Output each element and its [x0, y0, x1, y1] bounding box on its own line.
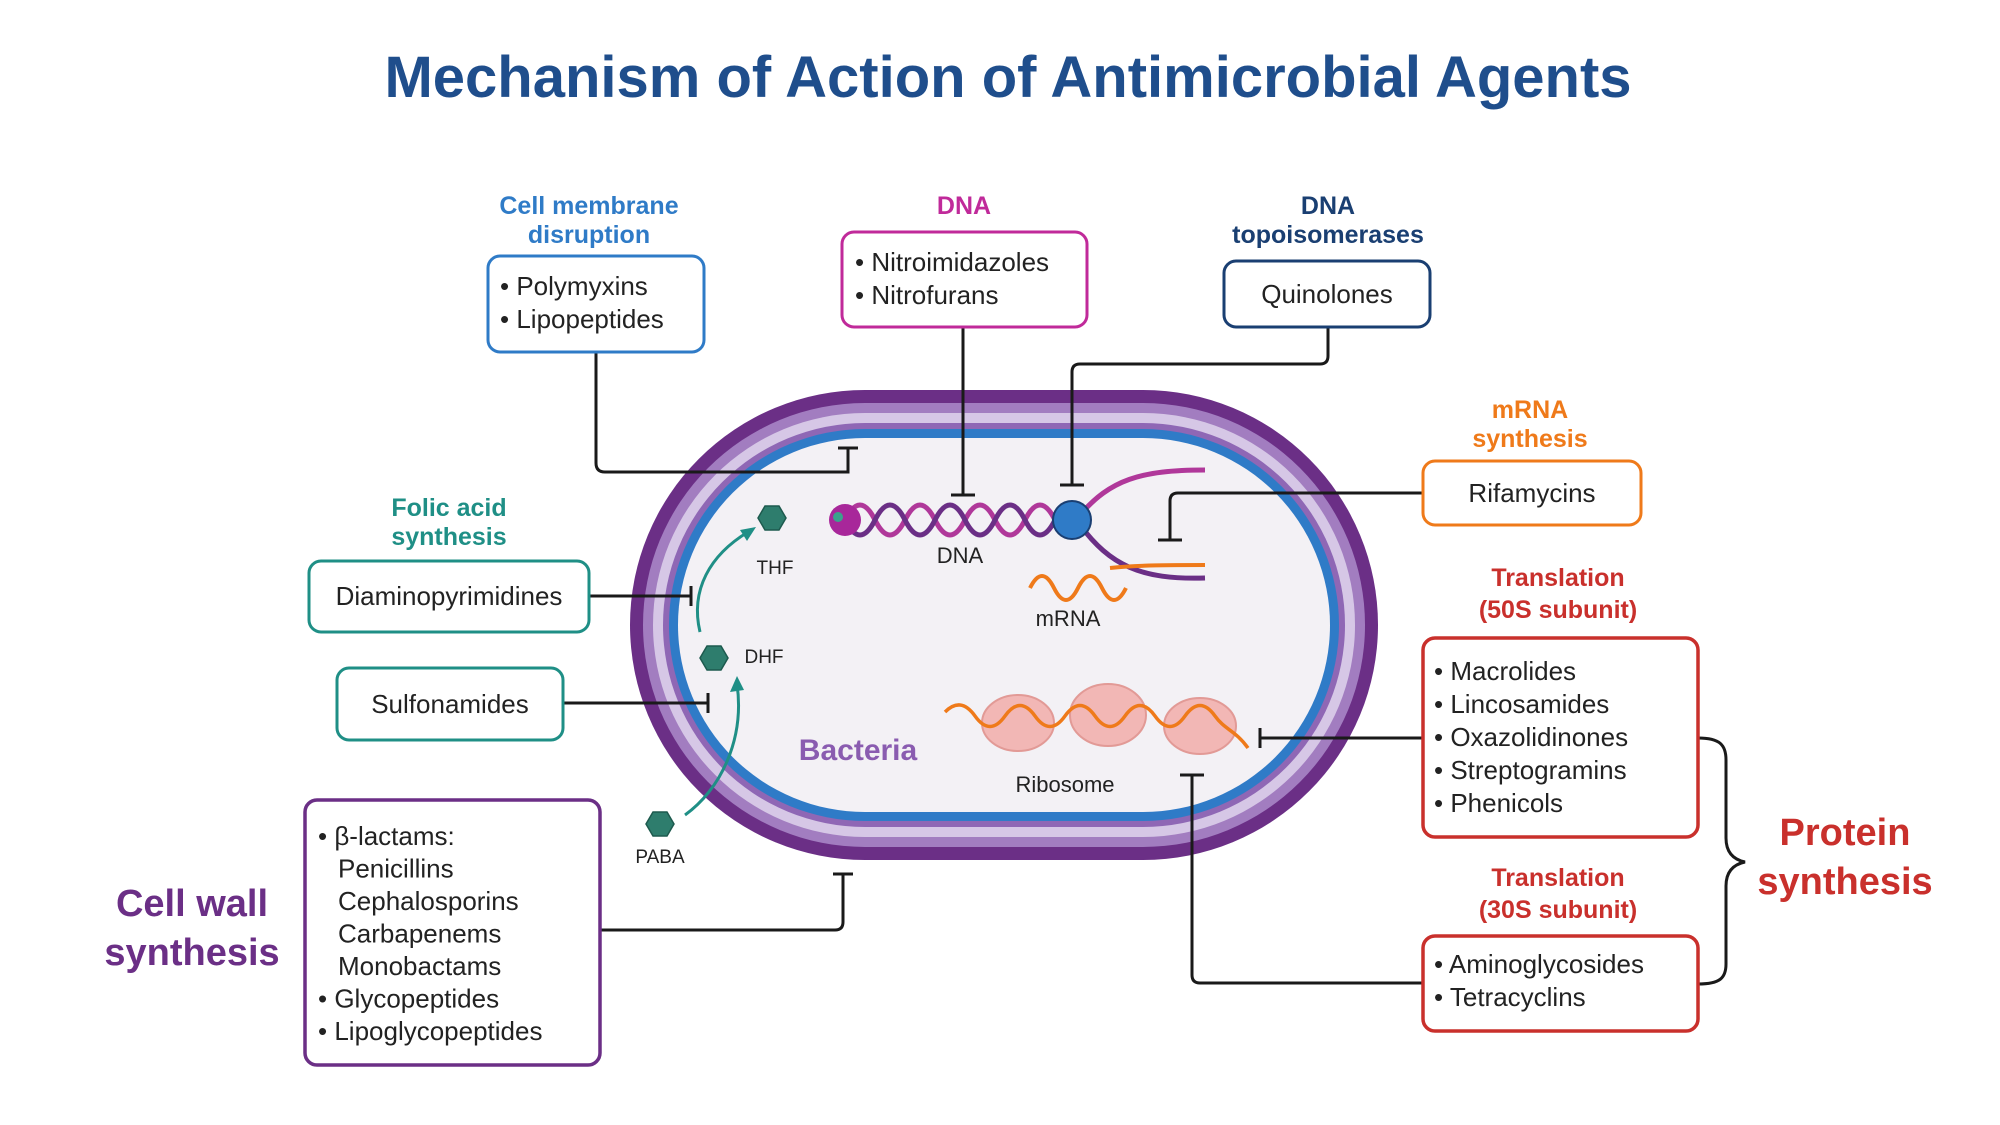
mrna-label: mRNA — [1036, 606, 1101, 631]
ribosome-group — [943, 683, 1250, 755]
translation-30s-header: Translation (30S subunit) — [1479, 864, 1637, 924]
dna-drug-box — [840, 230, 1089, 329]
cell-wall-header: Cell wall synthesis — [104, 883, 279, 974]
text-line: synthesis — [391, 523, 506, 551]
bacterium-cell — [630, 390, 1378, 860]
text-line: synthesis — [104, 932, 279, 974]
text-line: Quinolones — [1261, 279, 1393, 309]
text-line: (50S subunit) — [1479, 596, 1637, 624]
text-line: topoisomerases — [1232, 221, 1424, 249]
paba-label: PABA — [635, 847, 685, 868]
text-line: • Glycopeptides — [318, 984, 499, 1014]
dhf-molecule — [699, 645, 729, 671]
text-line: Protein — [1780, 812, 1911, 854]
text-line: Penicillins — [338, 854, 454, 884]
cell-wall-drug-box — [303, 798, 602, 1067]
ribosome-label: Ribosome — [1015, 772, 1114, 797]
text-line: • Phenicols — [1434, 788, 1563, 818]
text-line: • Macrolides — [1434, 656, 1576, 686]
translation-30s-drug-box — [1421, 934, 1700, 1033]
text-line: synthesis — [1757, 861, 1932, 903]
thf-molecule — [757, 505, 787, 531]
text-line: Sulfonamides — [371, 689, 529, 719]
paba-molecule — [645, 811, 675, 837]
text-line: DNA — [937, 192, 991, 220]
dhf-label: DHF — [744, 647, 783, 668]
text-line: DNA — [1301, 192, 1355, 220]
translation-50s-drug-box — [1421, 636, 1700, 839]
page-title: Mechanism of Action of Antimicrobial Age… — [384, 45, 1631, 110]
diaminopyrimidines-box — [307, 559, 591, 634]
text-line: Cell membrane — [499, 192, 678, 220]
text-line: mRNA — [1492, 396, 1568, 424]
bacteria-label: Bacteria — [799, 734, 918, 767]
translation-50s-drug-list: • Macrolides• Lincosamides• Oxazolidinon… — [1434, 656, 1628, 818]
text-line: synthesis — [1472, 425, 1587, 453]
text-line: Carbapenems — [338, 919, 501, 949]
cell-membrane-drug-box — [486, 254, 706, 354]
text-line: • Nitroimidazoles — [855, 247, 1049, 277]
text-line: • β-lactams: — [318, 821, 455, 851]
text-line: (30S subunit) — [1479, 896, 1637, 924]
text-line: • Lincosamides — [1434, 689, 1609, 719]
text-line: • Polymyxins — [500, 271, 648, 301]
mrna-synthesis-drug-list: Rifamycins — [1468, 478, 1595, 508]
dna-header: DNA — [937, 192, 991, 220]
sulfonamides-box — [335, 666, 565, 742]
text-line: • Nitrofurans — [855, 280, 998, 310]
translation-30s-drug-list: • Aminoglycosides• Tetracyclins — [1434, 949, 1644, 1012]
topoisomerase-drug-list: Quinolones — [1261, 279, 1393, 309]
text-line: Folic acid — [391, 494, 506, 522]
text-line: Cell wall — [116, 883, 268, 925]
dna-drug-list: • Nitroimidazoles• Nitrofurans — [855, 247, 1049, 310]
dna-label: DNA — [937, 543, 984, 568]
folate-pathway-arrows — [684, 527, 756, 817]
mrna-strand — [1028, 574, 1128, 602]
mrna-synthesis-drug-box — [1421, 459, 1643, 527]
text-line: Diaminopyrimidines — [336, 581, 563, 611]
diaminopyrimidines-text: Diaminopyrimidines — [336, 581, 563, 611]
text-line: Translation — [1491, 564, 1624, 592]
text-line: • Oxazolidinones — [1434, 722, 1628, 752]
thf-label: THF — [757, 558, 794, 579]
dna-helix — [829, 467, 1206, 581]
text-line: disruption — [528, 221, 650, 249]
text-line: • Streptogramins — [1434, 755, 1627, 785]
topoisomerase-drug-box — [1222, 259, 1432, 329]
text-line: Rifamycins — [1468, 478, 1595, 508]
text-line: Monobactams — [338, 951, 501, 981]
text-line: Cephalosporins — [338, 886, 519, 916]
text-line: • Tetracyclins — [1434, 982, 1586, 1012]
inhibition-connectors — [563, 325, 1746, 986]
text-line: • Lipoglycopeptides — [318, 1016, 542, 1046]
text-line: • Aminoglycosides — [1434, 949, 1644, 979]
text-line: Translation — [1491, 864, 1624, 892]
sulfonamides-text: Sulfonamides — [371, 689, 529, 719]
cell-membrane-drug-list: • Polymyxins• Lipopeptides — [500, 271, 664, 334]
text-line: • Lipopeptides — [500, 304, 664, 334]
translation-50s-header: Translation (50S subunit) — [1479, 564, 1637, 624]
protein-synthesis-header: Protein synthesis — [1757, 812, 1932, 903]
